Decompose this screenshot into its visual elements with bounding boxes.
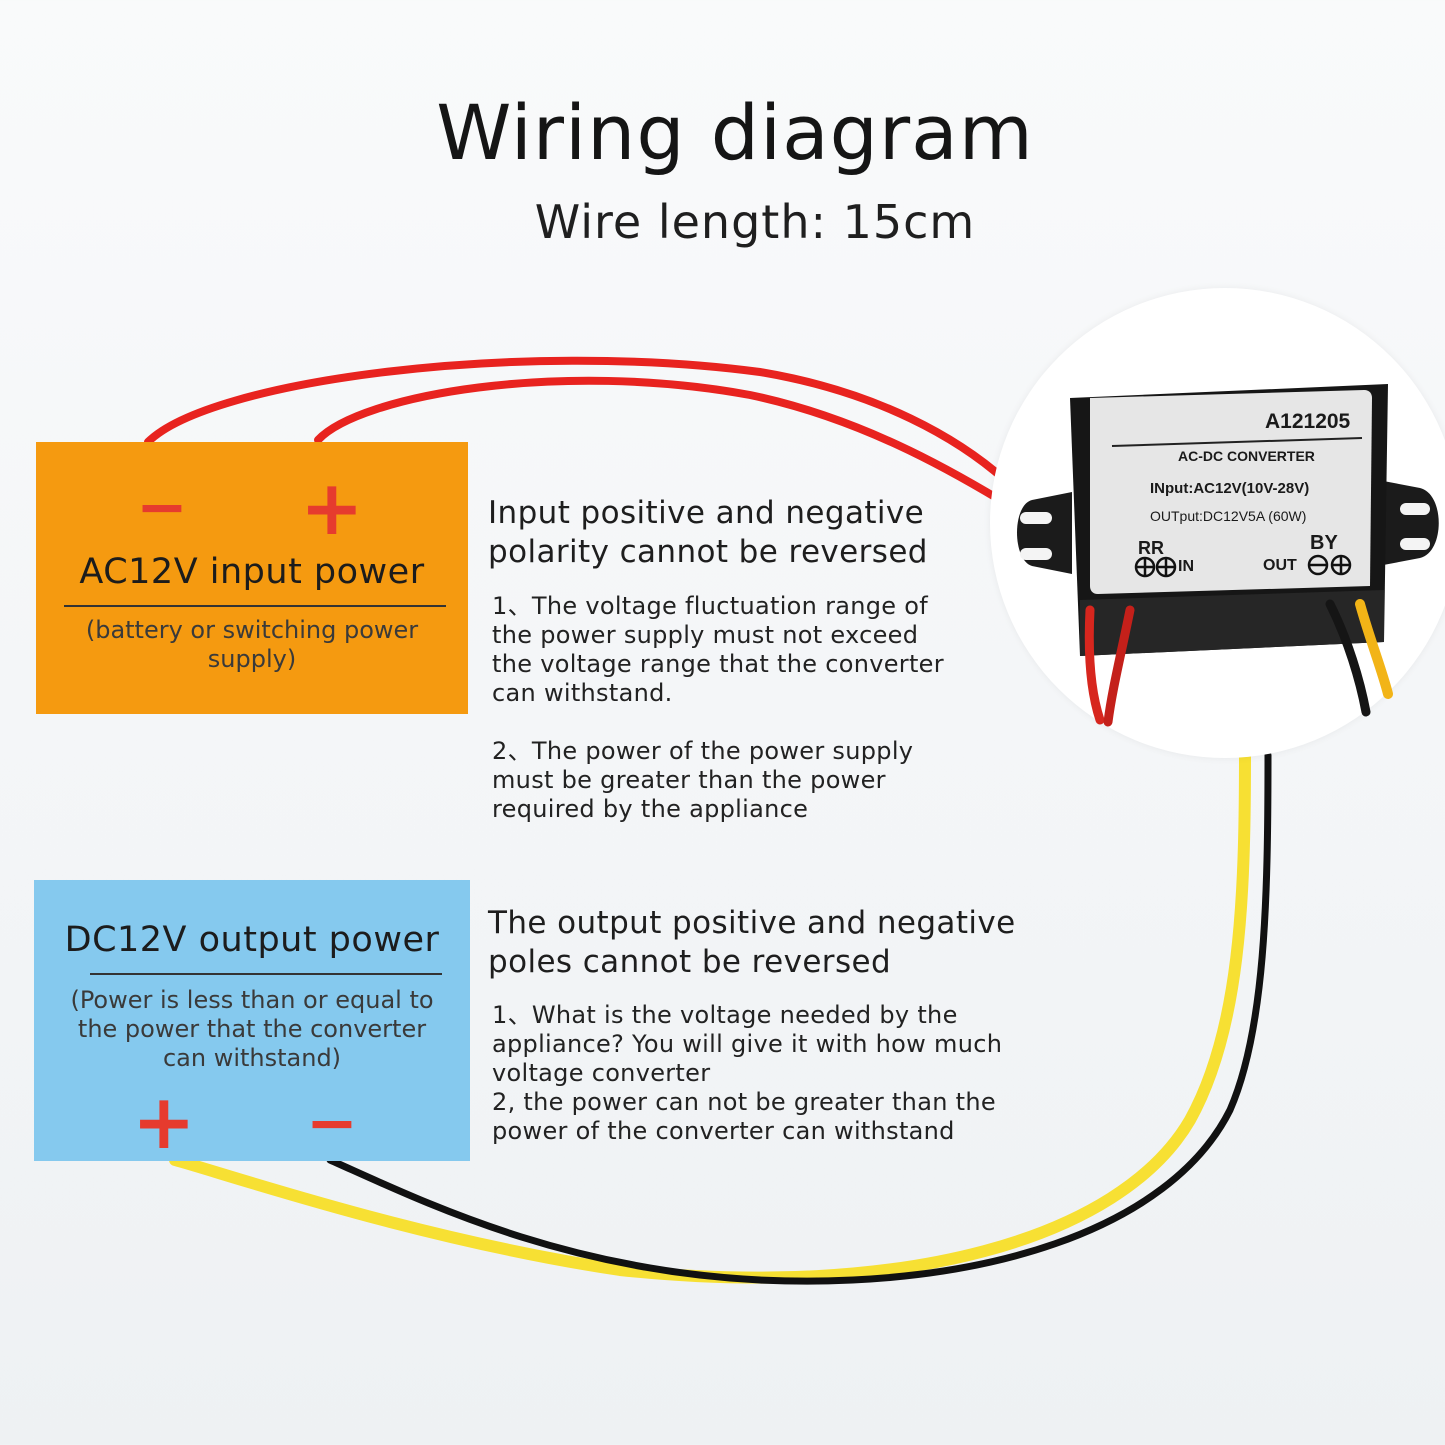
right-mounting-tab: [1378, 480, 1439, 566]
out-negative-symbol: [1307, 554, 1329, 576]
in-positive-symbol: [1155, 556, 1177, 578]
negative-sign: −: [136, 470, 188, 543]
black-wire: [326, 751, 1272, 1285]
left-tab-slot: [1020, 548, 1052, 560]
red-wire-positive: [314, 376, 1004, 504]
yellow-wire: [169, 749, 1251, 1284]
red-stub-2: [1103, 605, 1135, 727]
output-box-heading: DC12V output power: [64, 920, 440, 960]
wire-length-subtitle: Wire length: 15cm: [534, 195, 976, 249]
page-title: Wiring diagram: [436, 88, 1034, 177]
input-terminal-label: IN: [1178, 558, 1194, 575]
converter-label: [1090, 390, 1372, 594]
left-tab-slot: [1020, 512, 1052, 524]
input-note-1: 1、The voltage fluctuation range of the p…: [492, 592, 944, 707]
positive-sign: +: [300, 463, 364, 552]
converter-output-spec: OUTput:DC12V5A (60W): [1150, 508, 1307, 524]
converter-base: [1080, 590, 1384, 656]
input-color-code: RR: [1138, 538, 1164, 558]
red-stub-1: [1084, 605, 1105, 725]
output-notes-list: 1、What is the voltage needed by the appl…: [492, 1001, 1003, 1145]
dc-output-power-box: DC12V output power (Power is less than o…: [34, 880, 470, 1161]
output-color-code: BY: [1310, 532, 1338, 554]
label-divider: [1111, 437, 1363, 447]
input-box-divider: [64, 605, 446, 607]
output-box-divider: [90, 973, 442, 975]
output-terminal-label: OUT: [1263, 557, 1297, 574]
converter-type: AC-DC CONVERTER: [1178, 448, 1315, 464]
black-stub: [1325, 599, 1371, 717]
negative-sign: −: [306, 1086, 358, 1159]
converter-model: A121205: [1265, 410, 1351, 433]
ac-input-power-box: − + AC12V input power (battery or switch…: [36, 442, 468, 714]
input-polarity-heading: Input positive and negative polarity can…: [488, 495, 928, 570]
converter-input-spec: INput:AC12V(10V-28V): [1150, 480, 1310, 497]
right-tab-slot: [1400, 503, 1430, 515]
output-box-note: (Power is less than or equal to the powe…: [70, 986, 434, 1072]
out-positive-symbol: [1330, 554, 1352, 576]
yellow-stub: [1355, 599, 1393, 699]
output-polarity-heading: The output positive and negative poles c…: [488, 905, 1016, 980]
input-box-note: (battery or switching power supply): [85, 616, 419, 673]
positive-sign: +: [132, 1077, 196, 1166]
right-tab-slot: [1400, 538, 1430, 550]
left-mounting-tab: [1017, 492, 1072, 574]
in-negative-symbol: [1134, 556, 1156, 578]
red-wire-negative: [144, 356, 1009, 484]
input-note-2: 2、The power of the power supply must be …: [492, 737, 914, 823]
input-box-heading: AC12V input power: [79, 552, 425, 592]
